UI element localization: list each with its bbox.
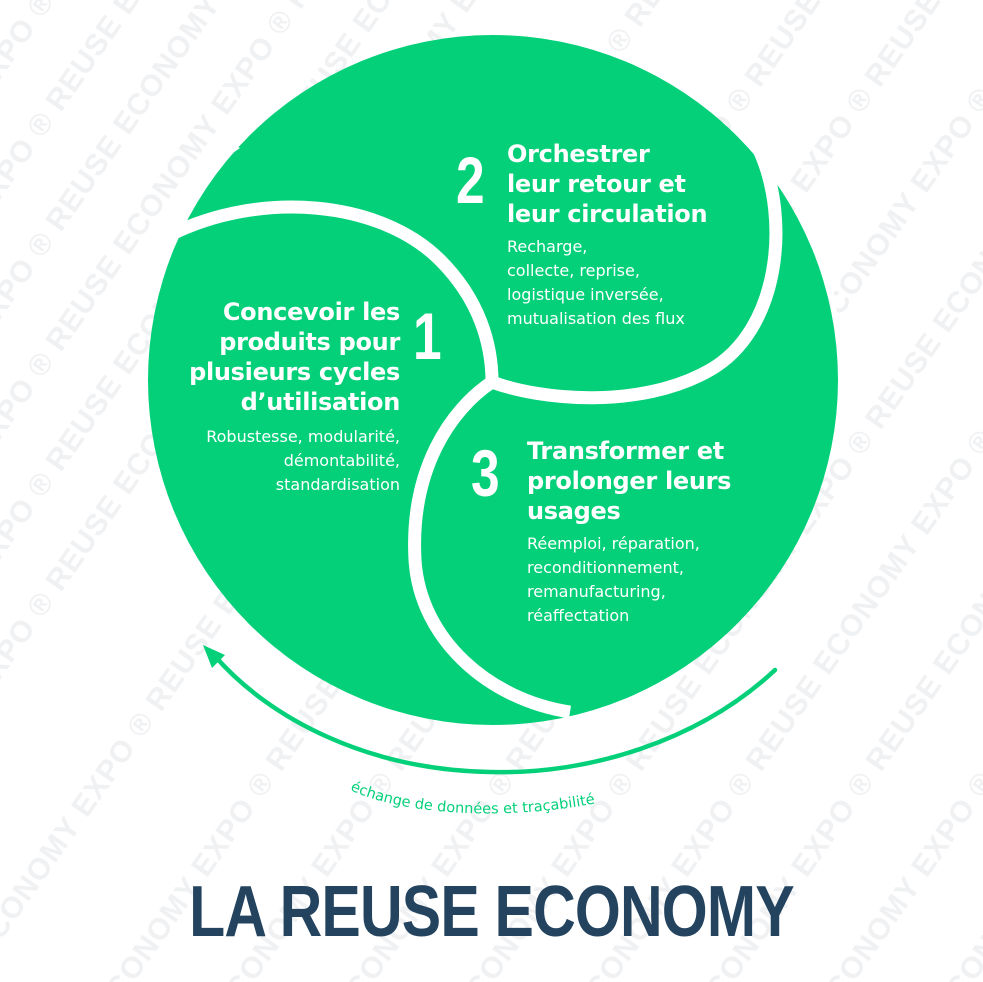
page-title: LA REUSE ECONOMY: [189, 872, 794, 952]
segment-3-description: Réemploi, réparation, reconditionnement,…: [527, 534, 700, 625]
divider-arc-1: [167, 200, 499, 383]
segment-1-number: 1: [413, 299, 442, 373]
segment-3-title: Transformer et prolonger leurs usages: [527, 437, 732, 525]
cycle-arrow-arc: [211, 652, 778, 775]
segment-2-number: 2: [456, 143, 485, 217]
segment-1-description: Robustesse, modularité, démontabilité, s…: [206, 427, 400, 494]
divider-arc-3: [408, 376, 571, 719]
segment-3-number: 3: [471, 436, 500, 510]
segment-1-title: Concevoir les produits pour plusieurs cy…: [189, 298, 400, 416]
arrow-head-icon: [203, 645, 225, 668]
segment-2-title: Orchestrer leur retour et leur circulati…: [507, 140, 708, 228]
outer-notch-top-right: [757, 146, 841, 380]
divider-arc-2: [489, 149, 783, 405]
segment-2-description: Recharge, collecte, reprise, logistique …: [507, 237, 685, 328]
arrow-label: échange de données et traçabilité: [348, 779, 596, 817]
